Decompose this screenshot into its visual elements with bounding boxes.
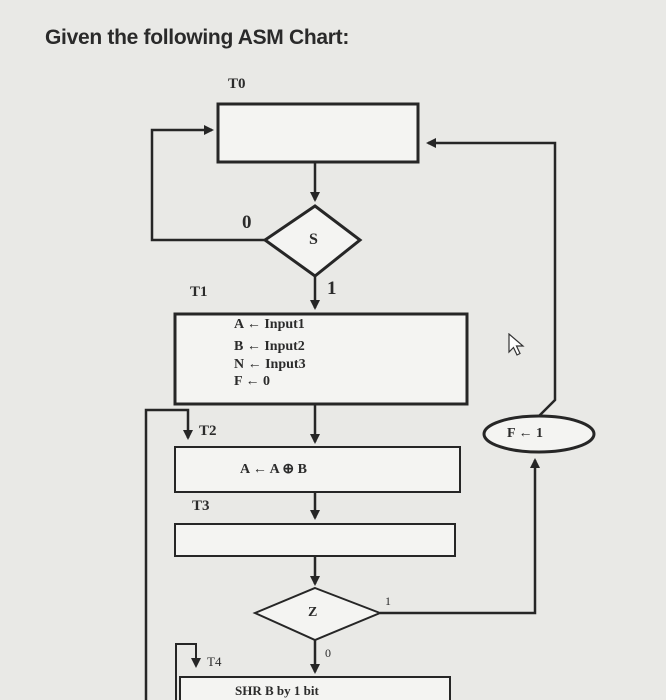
decision-label-z: Z <box>308 605 318 620</box>
t1-op-n: N ← Input3 <box>234 357 306 372</box>
t1-op-a: A ← Input1 <box>234 317 305 332</box>
t1-op-f: F ← 0 <box>234 374 271 389</box>
path-back-to-t0 <box>426 138 557 417</box>
decision-label-s: S <box>309 231 318 248</box>
state-label-t1: T1 <box>190 284 208 300</box>
conditional-output-label: F ← 1 <box>507 426 544 441</box>
state-label-t4: T4 <box>207 654 222 669</box>
loop-s-zero <box>150 125 265 242</box>
state-box-t0 <box>216 102 420 164</box>
t2-op: A ← A ⊕ B <box>240 462 307 477</box>
decision-diamond-z <box>252 586 383 642</box>
decision-s-no: 0 <box>242 212 252 233</box>
page-heading: Given the following ASM Chart: <box>45 26 350 49</box>
state-label-t3: T3 <box>192 498 210 514</box>
state-box-t1 <box>173 312 469 406</box>
state-box-t4 <box>179 676 451 700</box>
state-box-t2 <box>174 446 461 493</box>
path-z-one <box>380 458 540 615</box>
t4-op: SHR B by 1 bit <box>235 683 319 698</box>
state-label-t0: T0 <box>228 76 246 92</box>
loop-into-t4 <box>175 643 201 700</box>
decision-z-no: 0 <box>325 646 331 660</box>
decision-s-yes: 1 <box>327 278 337 299</box>
state-label-t2: T2 <box>199 423 217 439</box>
mouse-pointer-icon <box>508 333 525 356</box>
decision-z-yes: 1 <box>385 594 391 608</box>
state-box-t3 <box>174 523 456 557</box>
t1-op-b: B ← Input2 <box>234 339 305 354</box>
loop-into-t2 <box>144 408 193 700</box>
